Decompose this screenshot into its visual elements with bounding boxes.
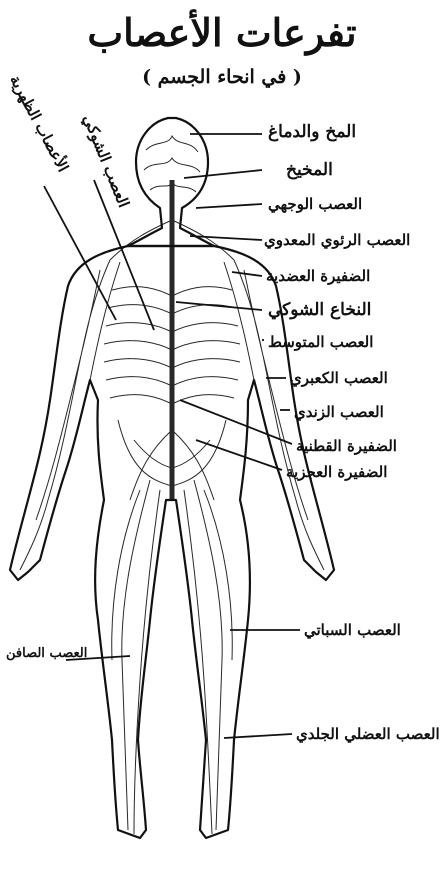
- leader-cerebellum: [184, 170, 262, 178]
- label-cerebellum: المخيخ: [286, 160, 333, 180]
- right-leg-nerves: [184, 480, 232, 834]
- label-lumbar-plexus: الضفيرة القطنية: [296, 436, 397, 456]
- label-median-nerve: العصب المتوسط: [268, 332, 373, 352]
- label-saphenous-nerve: العصب الصافن: [6, 644, 87, 664]
- label-radial-nerve: العصب الكعبري: [290, 368, 388, 388]
- left-arm-nerves: [20, 260, 120, 570]
- label-vagus-nerve: العصب الرئوي المعدوي: [264, 230, 410, 250]
- leader-brachial: [232, 272, 262, 276]
- label-spinal-cord: النخاع الشوكي: [268, 300, 371, 320]
- label-brachial-plexus: الضفيرة العضدية: [266, 266, 370, 286]
- leader-spinal: [176, 302, 262, 310]
- label-sacral-plexus: الضفيرة العجزية: [286, 462, 387, 482]
- label-brain: المخ والدماغ: [268, 122, 356, 142]
- leader-sacral: [196, 440, 282, 470]
- leader-facial: [196, 204, 262, 208]
- label-ulnar-nerve: العصب الزندي: [294, 402, 384, 422]
- label-facial-nerve: العصب الوجهي: [268, 194, 362, 214]
- label-sciatic-nerve: العصب السباتي: [304, 620, 401, 640]
- label-musculocutaneous-nerve: العصب العضلي الجلدي: [296, 724, 440, 744]
